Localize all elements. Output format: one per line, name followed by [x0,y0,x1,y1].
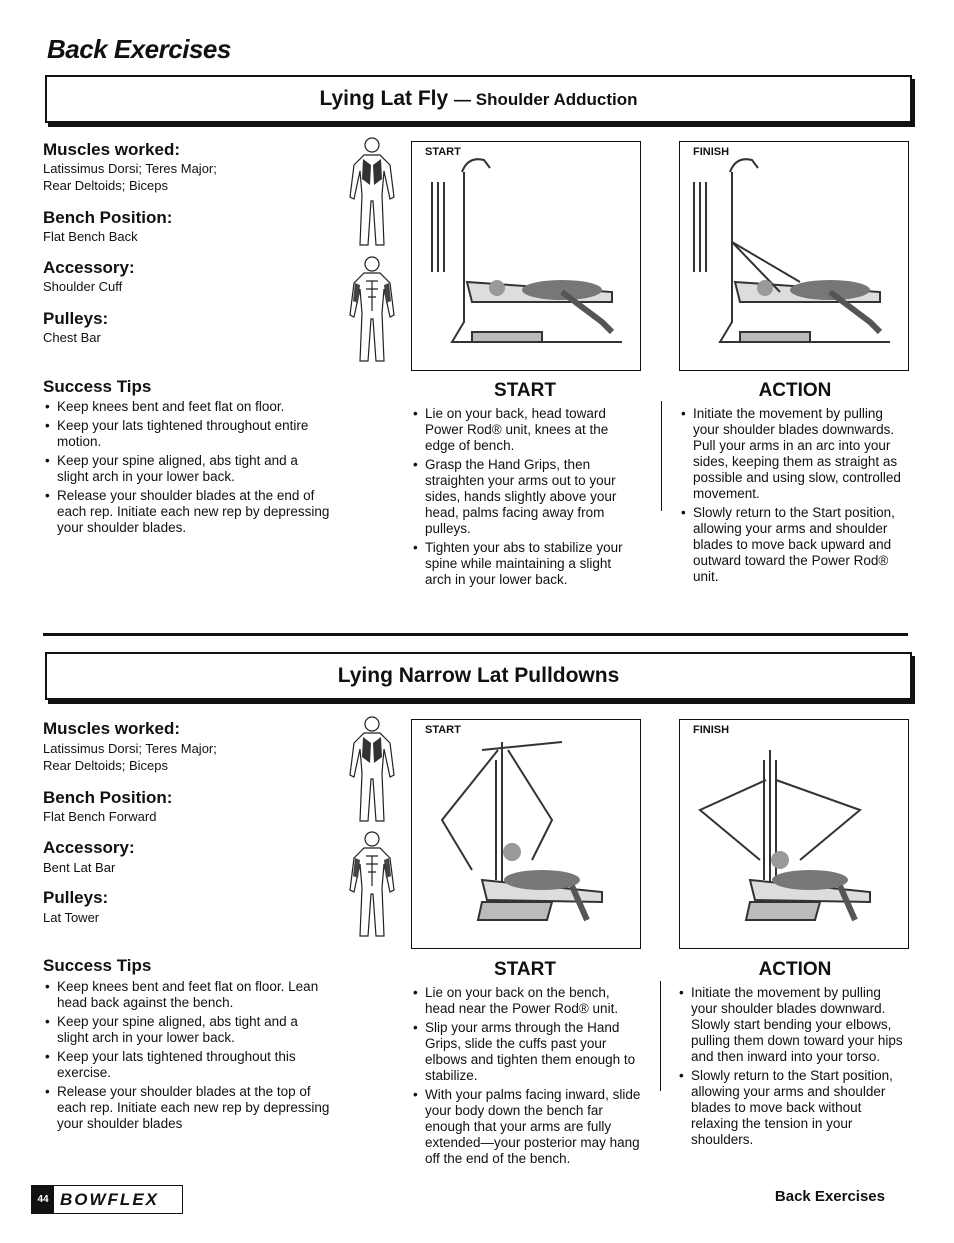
list-item: Slip your arms through the Hand Grips, s… [411,1020,641,1084]
accessory-label: Accessory: [43,258,135,277]
start-heading: START [494,959,556,980]
bench-label: Bench Position: [43,208,173,227]
action-steps-list: Initiate the movement by pulling your sh… [679,406,904,588]
section-title: Lying Narrow Lat Pulldowns [337,664,620,687]
bowflex-machine-illustration [698,750,871,922]
muscles-value-line: Latissimus Dorsi; Teres Major; [43,741,217,756]
bowflex-machine-illustration [440,741,603,922]
section-banner: Lying Lat Fly — Shoulder Adduction [45,75,912,123]
column-divider [660,981,661,1091]
pulleys-label: Pulleys: [43,309,109,328]
success-tips-title: Success Tips [43,956,152,975]
success-tips-list: Keep knees bent and feet flat on floor. … [43,399,333,539]
list-item: Slowly return to the Start position, all… [677,1068,905,1148]
brand-logo: BOWFLEX [60,1190,159,1209]
list-item: Grasp the Hand Grips, then straighten yo… [411,457,641,537]
muscle-front-figure [349,831,395,937]
list-item: Release your shoulder blades at the top … [43,1084,333,1132]
section-divider [43,633,908,636]
accessory-value: Bent Lat Bar [43,860,116,875]
action-heading: ACTION [758,959,832,980]
pulleys-label: Pulleys: [43,888,109,907]
muscles-value: Latissimus Dorsi; Teres Major; Rear Delt… [43,740,263,774]
list-item: Keep your spine aligned, abs tight and a… [43,1014,333,1046]
success-tips-title: Success Tips [43,377,152,396]
section-subtitle: — Shoulder Adduction [454,90,638,109]
list-item: Keep knees bent and feet flat on floor. [43,399,333,415]
list-item: Lie on your back, head toward Power Rod®… [411,406,641,454]
muscle-back-figure [349,716,395,822]
list-item: Release your shoulder blades at the end … [43,488,333,536]
list-item: Keep your lats tightened throughout enti… [43,418,333,450]
list-item: Slowly return to the Start position, all… [679,505,904,585]
bowflex-machine-illustration [431,158,622,343]
finish-photo: FINISH [679,141,909,371]
list-item: Initiate the movement by pulling your sh… [679,406,904,502]
start-photo: START [411,719,641,949]
photo-tag: START [425,724,461,736]
muscles-value-line: Rear Deltoids; Biceps [43,758,168,773]
start-photo: START [411,141,641,371]
muscles-value: Latissimus Dorsi; Teres Major; Rear Delt… [43,160,263,194]
pulleys-value: Chest Bar [43,330,101,345]
footer-section-label: Back Exercises [774,1188,885,1205]
pulleys-value: Lat Tower [43,910,100,925]
column-divider [661,401,662,511]
list-item: Initiate the movement by pulling your sh… [677,985,905,1065]
muscles-value-line: Rear Deltoids; Biceps [43,178,168,193]
footer-logo: 44 BOWFLEX [31,1185,183,1214]
list-item: With your palms facing inward, slide you… [411,1087,641,1167]
section-banner: Lying Narrow Lat Pulldowns [45,652,912,700]
accessory-value: Shoulder Cuff [43,279,123,294]
success-tips-list: Keep knees bent and feet flat on floor. … [43,979,333,1135]
bench-value: Flat Bench Back [43,229,138,244]
section-title: Lying Lat Fly [319,87,449,110]
finish-photo: FINISH [679,719,909,949]
photo-tag: FINISH [693,724,730,736]
action-heading: ACTION [758,380,832,401]
page-title: Back Exercises [47,34,231,64]
bench-value: Flat Bench Forward [43,809,157,824]
muscles-label: Muscles worked: [43,719,180,738]
photo-tag: FINISH [693,146,730,158]
accessory-label: Accessory: [43,838,135,857]
muscles-value-line: Latissimus Dorsi; Teres Major; [43,161,217,176]
bowflex-machine-illustration [693,158,890,343]
action-steps-list: Initiate the movement by pulling your sh… [677,985,905,1151]
list-item: Keep your lats tightened throughout this… [43,1049,333,1081]
start-steps-list: Lie on your back on the bench, head near… [411,985,641,1170]
list-item: Keep your spine aligned, abs tight and a… [43,453,333,485]
muscle-front-figure [349,256,395,362]
list-item: Lie on your back on the bench, head near… [411,985,641,1017]
start-steps-list: Lie on your back, head toward Power Rod®… [411,406,641,591]
start-heading: START [494,380,556,401]
page-number: 44 [32,1186,54,1213]
muscles-label: Muscles worked: [43,140,180,159]
muscle-back-figure [349,137,395,246]
bench-label: Bench Position: [43,788,173,807]
list-item: Keep knees bent and feet flat on floor. … [43,979,333,1011]
photo-tag: START [425,146,461,158]
list-item: Tighten your abs to stabilize your spine… [411,540,641,588]
